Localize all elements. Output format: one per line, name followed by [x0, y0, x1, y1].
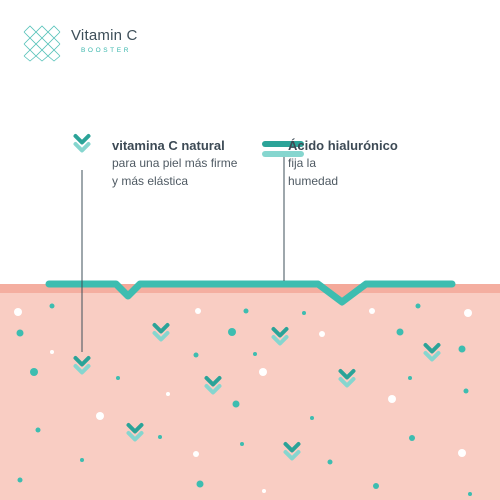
skin-layer [0, 284, 500, 500]
feature-hyaluronic: Ácido hialurónico fija la humedad [288, 138, 398, 190]
double-chevron-down-icon [73, 134, 91, 153]
hyaluronic-film [45, 280, 456, 306]
feature-vitamin-c-description: para una piel más firme y más elástica [112, 156, 238, 188]
double-bar-icon [262, 141, 304, 157]
feature-hyaluronic-description: fija la humedad [288, 156, 339, 188]
hexagon-mesh-icon [23, 25, 61, 62]
feature-vitamin-c-title: vitamina C natural [112, 138, 225, 153]
logo-title: Vitamin C [71, 27, 138, 44]
logo-subtitle: BOOSTER [81, 47, 131, 54]
feature-hyaluronic-title: Ácido hialurónico [288, 138, 398, 153]
dots [14, 303, 472, 496]
feature-vitamin-c: vitamina C natural para una piel más fir… [112, 138, 237, 190]
brand-logo: Vitamin C BOOSTER [71, 27, 138, 54]
